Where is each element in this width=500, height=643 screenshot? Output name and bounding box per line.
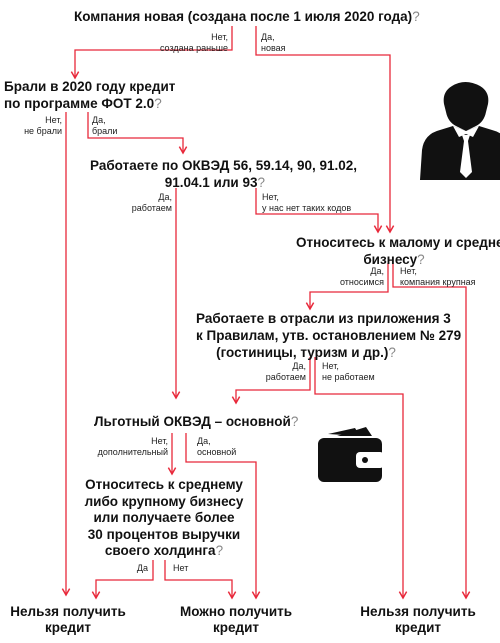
result-credit-denied-left: Нельзя получить кредит <box>6 604 130 636</box>
question-mark: ? <box>257 175 265 190</box>
question-line: своего холдинга <box>104 543 216 558</box>
branch-label-q6-yes: Да,основной <box>197 436 237 457</box>
question-sme: Относитесь к малому и среднему бизнесу? <box>296 234 500 268</box>
question-line: 91.04.1 или 93 <box>164 175 258 190</box>
result-credit-denied-right: Нельзя получить кредит <box>356 604 480 636</box>
question-line: (гостиницы, туризм и др.) <box>216 345 389 360</box>
question-text: Компания новая (создана после 1 июля 202… <box>74 9 413 24</box>
question-line: бизнесу <box>363 252 418 267</box>
branch-label-q1-yes: Да,новая <box>261 32 286 53</box>
arrow-q6-yes <box>185 433 261 600</box>
branch-label-q3-yes: Да,работаем <box>131 192 172 213</box>
question-mark: ? <box>215 543 224 558</box>
arrow-q1-no <box>70 26 233 80</box>
arrow-q5-yes <box>231 357 311 405</box>
result-line: Можно получить <box>179 604 293 619</box>
question-line: к Правилам, утв. остановлением № 279 <box>196 328 462 343</box>
question-mark: ? <box>388 345 396 360</box>
arrow-q7-no <box>164 560 237 600</box>
branch-label-q2-yes: Да,брали <box>92 115 118 136</box>
question-mark: ? <box>417 252 425 267</box>
question-industry-list: Работаете в отрасли из приложения 3 к Пр… <box>196 310 462 361</box>
result-line: кредит <box>395 620 441 635</box>
branch-label-q7-no: Нет <box>173 563 189 573</box>
arrow-q3-no <box>255 188 383 234</box>
question-line: 30 процентов выручки <box>87 526 241 542</box>
question-main-okved: Льготный ОКВЭД – основной? <box>94 413 298 430</box>
question-line: по программе ФОТ 2.0 <box>4 96 155 111</box>
question-mark: ? <box>412 9 420 24</box>
arrow-q4-no <box>392 263 471 600</box>
result-line: Нельзя получить <box>360 604 476 619</box>
arrow-q5-no <box>314 357 408 600</box>
arrow-q7-yes <box>91 560 154 600</box>
branch-label-q1-no: Нет,создана раньше <box>159 32 228 53</box>
result-line: кредит <box>45 620 91 635</box>
arrow-q1-yes <box>255 26 395 234</box>
question-mark: ? <box>154 96 162 111</box>
wallet-icon <box>318 427 384 482</box>
branch-label-q3-no: Нет,у нас нет таких кодов <box>262 192 352 213</box>
question-line: Работаете по ОКВЭД 56, 59.14, 90, 91.02, <box>90 158 358 173</box>
branch-label-q5-yes: Да,работаем <box>265 361 306 382</box>
businessman-icon <box>420 82 500 180</box>
question-fot-credit: Брали в 2020 году кредит по программе ФО… <box>4 78 176 112</box>
question-line: либо крупному бизнесу <box>84 493 244 509</box>
result-line: кредит <box>213 620 259 635</box>
question-line: Работаете в отрасли из приложения 3 <box>196 311 451 326</box>
arrow-q4-yes <box>305 263 389 311</box>
result-credit-allowed: Можно получить кредит <box>176 604 296 636</box>
arrow-q2-yes <box>87 112 188 155</box>
result-line: Нельзя получить <box>10 604 126 619</box>
branch-label-q2-no: Нет,не брали <box>24 115 62 136</box>
branch-label-q7-yes: Да <box>136 563 148 573</box>
question-line: Относитесь к среднему <box>85 477 243 492</box>
question-line: или получаете более <box>93 510 235 525</box>
question-okved-codes: Работаете по ОКВЭД 56, 59.14, 90, 91.02,… <box>90 157 358 191</box>
branch-label-q5-no: Нет,не работаем <box>322 361 375 382</box>
branch-label-q4-no: Нет,компания крупная <box>400 266 476 287</box>
question-line: Брали в 2020 году кредит <box>4 79 176 94</box>
question-text: Льготный ОКВЭД – основной <box>94 414 291 429</box>
question-business-size: Относитесь к среднему либо крупному бизн… <box>84 477 244 560</box>
branch-label-q6-no: Нет,дополнительный <box>97 436 168 457</box>
question-line: Относитесь к малому и среднему <box>296 235 500 250</box>
branch-label-q4-yes: Да,относимся <box>340 266 384 287</box>
question-new-company: Компания новая (создана после 1 июля 202… <box>74 8 420 25</box>
question-mark: ? <box>290 414 299 429</box>
